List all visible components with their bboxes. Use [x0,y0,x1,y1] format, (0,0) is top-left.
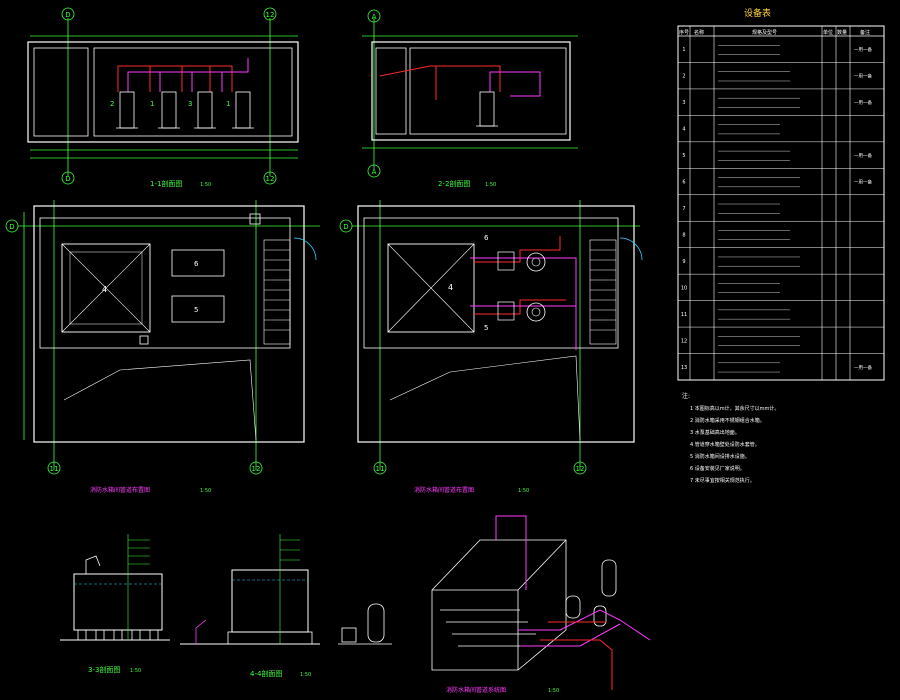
axis-label: 12 [266,11,275,19]
table-header: 数量 [837,29,847,36]
note-line: 5 消防水箱间设排水设施。 [690,453,750,460]
table-row-remark: 一用一备 [854,152,872,159]
note-line: 4 管道穿水箱壁处设防水套管。 [690,441,760,448]
view-title: 消防水箱间管道布置图 [414,486,474,494]
note-line: 1 本图标高以m计，其余尺寸以mm计。 [690,405,779,412]
section-2-2: A A 2-2剖面图 1:50 [362,9,578,188]
axis-label: 12 [576,465,585,473]
equipment-table: 设备表 序号 名称 规格及型号 单位 数量 备注 1 一用一备 2 一用一备 3 一用一备… [677,7,885,381]
axis-label: 11 [50,465,59,473]
table-row-number: 13 [681,365,687,371]
axis-label: D [65,11,70,19]
axis-label: 11 [376,465,385,473]
view-title: 3-3剖面图 [88,665,120,674]
table-row-number: 12 [681,338,687,344]
equipment-number: 6 [194,260,199,268]
table-row-number: 5 [682,153,685,159]
table-header: 名称 [694,29,704,36]
view-scale: 1:50 [518,488,529,494]
section-1-1: D 12 D 12 2 1 3 [27,7,299,188]
table-row-number: 3 [682,100,685,106]
table-header: 单位 [823,29,833,36]
note-line: 6 设备安装见厂家说明。 [690,465,745,472]
table-row-remark: 一用一备 [854,179,872,186]
axonometric-system: 消防水箱间管道系统图 1:50 [431,515,651,694]
section-4-4: 4-4剖面图 1:50 [180,534,392,678]
view-scale: 1:50 [200,488,211,494]
axis-label: 12 [266,175,275,183]
table-title: 设备表 [744,7,771,19]
view-scale: 1:50 [200,182,211,188]
note-line: 3 水泵基础高出地面。 [690,429,740,436]
note-line: 7 未尽事宜按相关规范执行。 [690,477,755,484]
notes-block: 注: 1 本图标高以m计，其余尺寸以mm计。 2 消防水箱采用不锈钢组合水箱。 … [682,392,779,484]
axis-label: 12 [252,465,261,473]
table-row-number: 10 [681,285,687,291]
view-scale: 1:50 [548,688,559,694]
axis-label: D [343,223,348,231]
table-rows: 1 一用一备 2 一用一备 3 一用一备 4 5 一用一备 6 一用一备 7 8 9 10 11 12 13 一用一… [678,45,884,381]
tank-number: 4 [102,285,107,294]
axis-label: D [65,175,70,183]
table-row-number: 2 [682,74,685,80]
note-line: 2 消防水箱采用不锈钢组合水箱。 [690,417,765,424]
table-row-number: 6 [682,180,685,186]
table-row-remark: 一用一备 [854,46,872,53]
table-row-number: 8 [682,232,685,238]
view-scale: 1:50 [300,672,311,678]
view-title: 2-2剖面图 [438,179,470,188]
notes-heading: 注: [682,392,690,400]
pump-number: 1 [150,100,154,108]
view-title: 消防水箱间管道布置图 [90,486,150,494]
table-row-number: 4 [682,127,685,133]
view-scale: 1:50 [130,668,141,674]
table-header: 规格及型号 [752,29,777,36]
view-title: 消防水箱间管道系统图 [446,686,506,694]
equipment-number: 6 [484,234,489,242]
view-scale: 1:50 [485,182,496,188]
table-row-remark: 一用一备 [854,99,872,106]
view-title: 4-4剖面图 [250,669,282,678]
axis-label: D [9,223,14,231]
table-row-remark: 一用一备 [854,73,872,80]
table-row-number: 7 [682,206,685,212]
plan-right: D 11 12 4 6 5 [339,200,643,494]
table-row-number: 11 [681,312,687,318]
section-3-3: 3-3剖面图 1:50 [60,534,170,674]
table-row-number: 1 [682,47,685,53]
equipment-number: 5 [194,306,198,314]
pump-number: 2 [110,100,114,108]
pump-number: 3 [188,100,192,108]
table-header: 序号 [679,29,689,36]
tank-number: 4 [448,283,453,292]
table-row-remark: 一用一备 [854,364,872,371]
table-header: 备注 [860,29,870,36]
axis-label: A [372,168,377,176]
plan-left: D 11 12 4 6 5 消防水箱间管道布置图 1:50 [5,200,320,494]
axis-label: A [372,13,377,21]
view-title: 1-1剖面图 [150,179,182,188]
equipment-number: 5 [484,324,488,332]
table-row-number: 9 [682,259,685,265]
pump-number: 1 [226,100,230,108]
